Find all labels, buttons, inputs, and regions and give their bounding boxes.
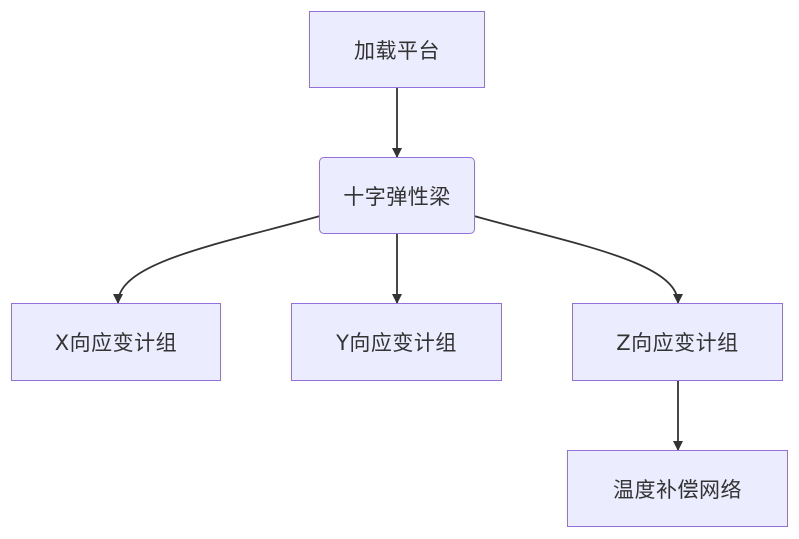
node-z-strain-gauge-group[interactable]: Z向应变计组	[572, 303, 783, 381]
node-temperature-compensation-network[interactable]: 温度补偿网络	[567, 450, 788, 527]
edge-beam-to-z-gauge	[473, 215, 683, 304]
node-x-strain-gauge-group[interactable]: X向应变计组	[11, 303, 221, 381]
node-cross-elastic-beam[interactable]: 十字弹性梁	[319, 157, 475, 234]
node-x-strain-gauge-group-label: X向应变计组	[54, 331, 178, 355]
node-loading-platform-label: 加载平台	[354, 38, 440, 63]
node-temperature-compensation-network-label: 温度补偿网络	[613, 477, 742, 502]
node-loading-platform[interactable]: 加载平台	[309, 11, 485, 88]
node-z-strain-gauge-group-label: Z向应变计组	[616, 331, 739, 355]
node-y-strain-gauge-group[interactable]: Y向应变计组	[291, 303, 502, 381]
node-y-strain-gauge-group-label: Y向应变计组	[336, 331, 457, 355]
node-cross-elastic-beam-label: 十字弹性梁	[343, 184, 451, 209]
edge-beam-to-x-gauge	[113, 215, 321, 304]
